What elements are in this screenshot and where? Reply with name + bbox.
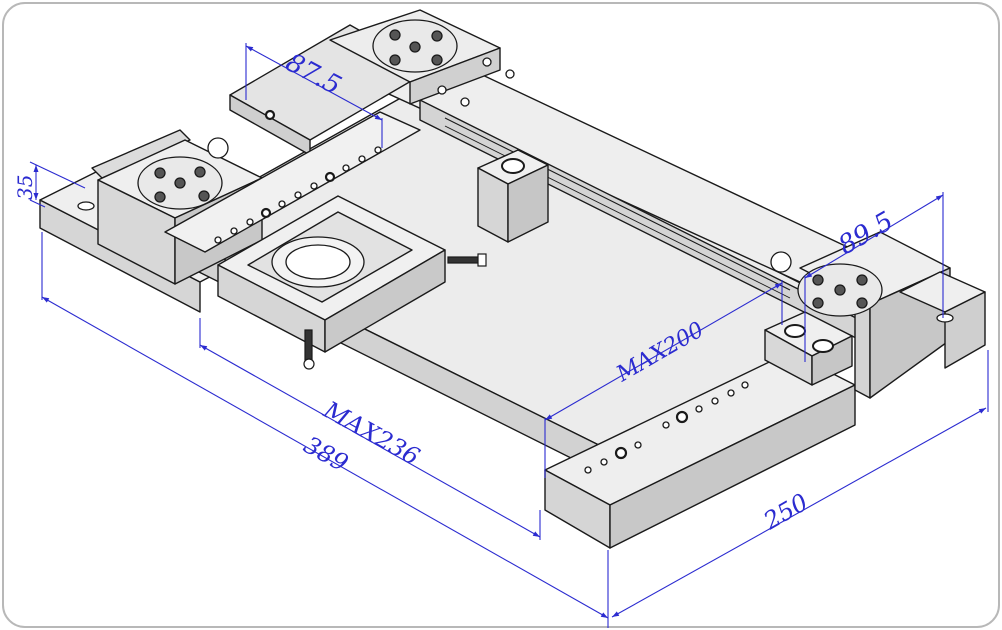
left-pad-bolt	[174, 177, 186, 189]
rear-pad-bolt	[431, 30, 443, 42]
right-pad-bolt	[856, 297, 868, 309]
rear-pad-bolt	[409, 41, 421, 53]
left-pad-bolt	[194, 166, 206, 178]
arm-hole	[505, 69, 515, 79]
dim-35-ext	[29, 161, 86, 189]
rail-hole	[278, 200, 286, 208]
right-base-front	[944, 291, 986, 369]
side-screw	[447, 256, 483, 264]
dim-35-ext	[29, 199, 46, 208]
rail-hole	[374, 146, 382, 154]
front-rail-hole	[695, 405, 703, 413]
front-rail-hole	[614, 446, 628, 460]
right-pad-bolt	[812, 274, 824, 286]
square-block-bore	[501, 158, 525, 174]
right-base-slot	[936, 313, 954, 323]
right-pad-bolt	[812, 297, 824, 309]
side-screw-head	[477, 253, 487, 267]
right-pad-bolt	[834, 284, 846, 296]
right-clamp-front	[854, 303, 871, 399]
arm-hole	[437, 85, 447, 95]
rail-hole	[230, 227, 238, 235]
left-pad-bolt	[198, 190, 210, 202]
arm-large-hole	[770, 251, 792, 273]
square-block-side	[507, 164, 549, 243]
corner-block-bore	[812, 339, 834, 353]
rail-hole	[214, 236, 222, 244]
arm-slot-line	[444, 117, 791, 291]
dim-89-line	[804, 194, 944, 279]
dim-87-line	[245, 45, 383, 121]
rear-clamp-block-side	[409, 47, 501, 105]
rail-hole	[294, 191, 302, 199]
corner-block-bore	[784, 324, 806, 338]
rail-hole	[342, 164, 350, 172]
front-rail-hole	[675, 410, 689, 424]
rear-pad-bolt	[431, 54, 443, 66]
dim-label-35: 35	[13, 175, 37, 200]
rail-hole	[324, 171, 336, 183]
rail-large-hole	[207, 137, 229, 159]
arm-slot-line-2	[444, 125, 791, 299]
left-pad-bolt	[154, 167, 166, 179]
left-base-slot	[77, 201, 95, 211]
corner-block-side	[811, 335, 853, 386]
front-screw-head	[303, 358, 315, 370]
front-screw	[304, 329, 313, 361]
rail-hole	[264, 109, 276, 121]
front-rail-hole	[600, 458, 608, 466]
dim-250-line	[611, 407, 987, 618]
front-rail-hole	[634, 441, 642, 449]
left-back-block	[91, 129, 191, 179]
rail-hole	[260, 207, 272, 219]
rail-hole	[358, 155, 366, 163]
front-rail-hole	[584, 466, 592, 474]
left-pad-bolt	[154, 191, 166, 203]
front-rail-hole	[727, 389, 735, 397]
arm-hole	[482, 57, 492, 67]
drilled-rail-top	[164, 111, 421, 253]
front-rail-hole	[741, 381, 749, 389]
arm-hole	[460, 97, 470, 107]
rail-hole	[246, 218, 254, 226]
rear-pad-bolt	[389, 29, 401, 41]
tray-round-boss-inner	[285, 244, 351, 280]
front-rail-hole	[662, 421, 670, 429]
rail-hole	[310, 182, 318, 190]
rear-pad-bolt	[389, 54, 401, 66]
dim-389-line	[41, 296, 609, 619]
right-pad-bolt	[856, 274, 868, 286]
dimensions	[29, 43, 989, 628]
front-rail-hole	[711, 397, 719, 405]
